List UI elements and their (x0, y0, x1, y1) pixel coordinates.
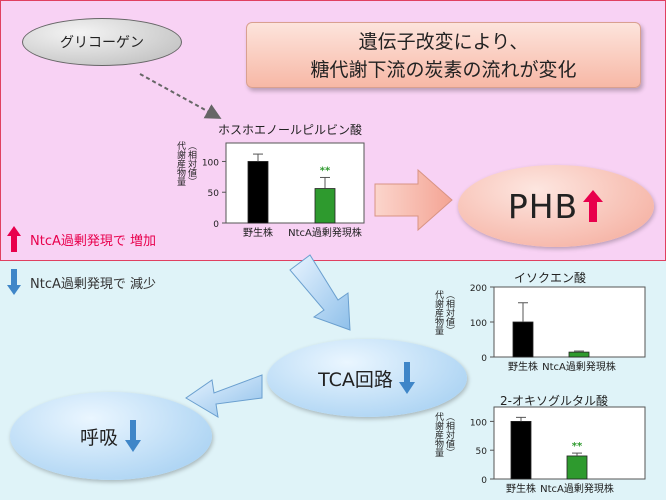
bar (566, 455, 588, 480)
category-label: 野生株 (508, 360, 538, 373)
bar (510, 420, 532, 480)
category-label: 野生株 (243, 226, 273, 239)
significance-label: ** (572, 441, 583, 452)
y-axis-label: （相対値） (444, 412, 455, 457)
y-axis-label: 代謝産物量 (433, 290, 444, 335)
phb-label: PHB (507, 186, 579, 226)
y-axis-label: （相対値） (186, 141, 197, 186)
legend-increase: NtcA過剰発現で 増加 (6, 225, 156, 253)
tca-to-respiration-arrow (185, 374, 263, 418)
glycogen-to-pep-arrow (139, 73, 222, 119)
chart-isocitrate: 0 100 200 野生株 NtcA過剰発現株 代謝産物量（相対値） (433, 284, 646, 373)
bar (314, 188, 336, 224)
down-arrow-icon (398, 362, 415, 394)
y-tick-label: 0 (213, 220, 219, 230)
respiration-node: 呼吸 (10, 392, 212, 480)
category-label: NtcA過剰発現株 (542, 360, 616, 373)
chart-phosphoenolpyruvate: 0 50 100 野生株 ** NtcA過剰発現株 代謝産物量（相対値） (175, 141, 365, 239)
y-tick-label: 50 (208, 189, 220, 199)
tca-label: TCA回路 (318, 368, 393, 391)
category-label: 野生株 (506, 482, 536, 495)
chart-pep-title: ホスホエノールピルビン酸 (218, 123, 363, 137)
bar (568, 351, 590, 358)
respiration-label: 呼吸 (79, 426, 118, 449)
headline-line2: 糖代謝下流の炭素の流れが変化 (310, 59, 577, 81)
y-tick-label: 0 (481, 354, 487, 364)
up-arrow-icon (7, 226, 21, 252)
up-arrow-icon (583, 190, 604, 222)
category-label: NtcA過剰発現株 (540, 482, 614, 495)
y-tick-label: 0 (481, 476, 487, 486)
category-label: NtcA過剰発現株 (288, 226, 362, 239)
glycogen-node: グリコーゲン (22, 18, 182, 66)
chart-isocitrate-title: イソクエン酸 (514, 271, 587, 285)
pep-to-phb-arrow (374, 168, 453, 232)
bar (512, 321, 534, 358)
legend-decrease-label: NtcA過剰発現で 減少 (30, 276, 156, 292)
y-tick-label: 100 (470, 319, 487, 329)
legend-decrease: NtcA過剰発現で 減少 (6, 268, 156, 296)
y-tick-label: 100 (470, 418, 487, 428)
phb-node: PHB (458, 165, 654, 247)
significance-label: ** (320, 165, 331, 176)
chart-2-oxoglutarate-title: 2-オキソグルタル酸 (500, 394, 608, 408)
plot-area (225, 142, 365, 224)
y-axis-label: （相対値） (444, 290, 455, 335)
tca-node: TCA回路 (267, 339, 467, 417)
y-axis-label: 代謝産物量 (175, 141, 186, 186)
legend-increase-label: NtcA過剰発現で 増加 (30, 233, 156, 249)
glycogen-label: グリコーゲン (60, 35, 144, 51)
headline-line1: 遺伝子改変により、 (358, 31, 529, 53)
y-tick-label: 50 (476, 447, 488, 457)
y-axis-label: 代謝産物量 (433, 412, 444, 457)
bar (247, 161, 269, 224)
y-tick-label: 100 (202, 158, 219, 168)
down-arrow-icon (125, 420, 141, 452)
pep-to-tca-arrow (289, 254, 351, 331)
y-tick-label: 200 (470, 284, 487, 294)
headline-box: 遺伝子改変により、 糖代謝下流の炭素の流れが変化 (246, 22, 641, 88)
chart-2-oxoglutarate: 0 50 100 野生株 ** NtcA過剰発現株 代謝産物量（相対値） (433, 406, 646, 495)
down-arrow-icon (7, 269, 21, 295)
